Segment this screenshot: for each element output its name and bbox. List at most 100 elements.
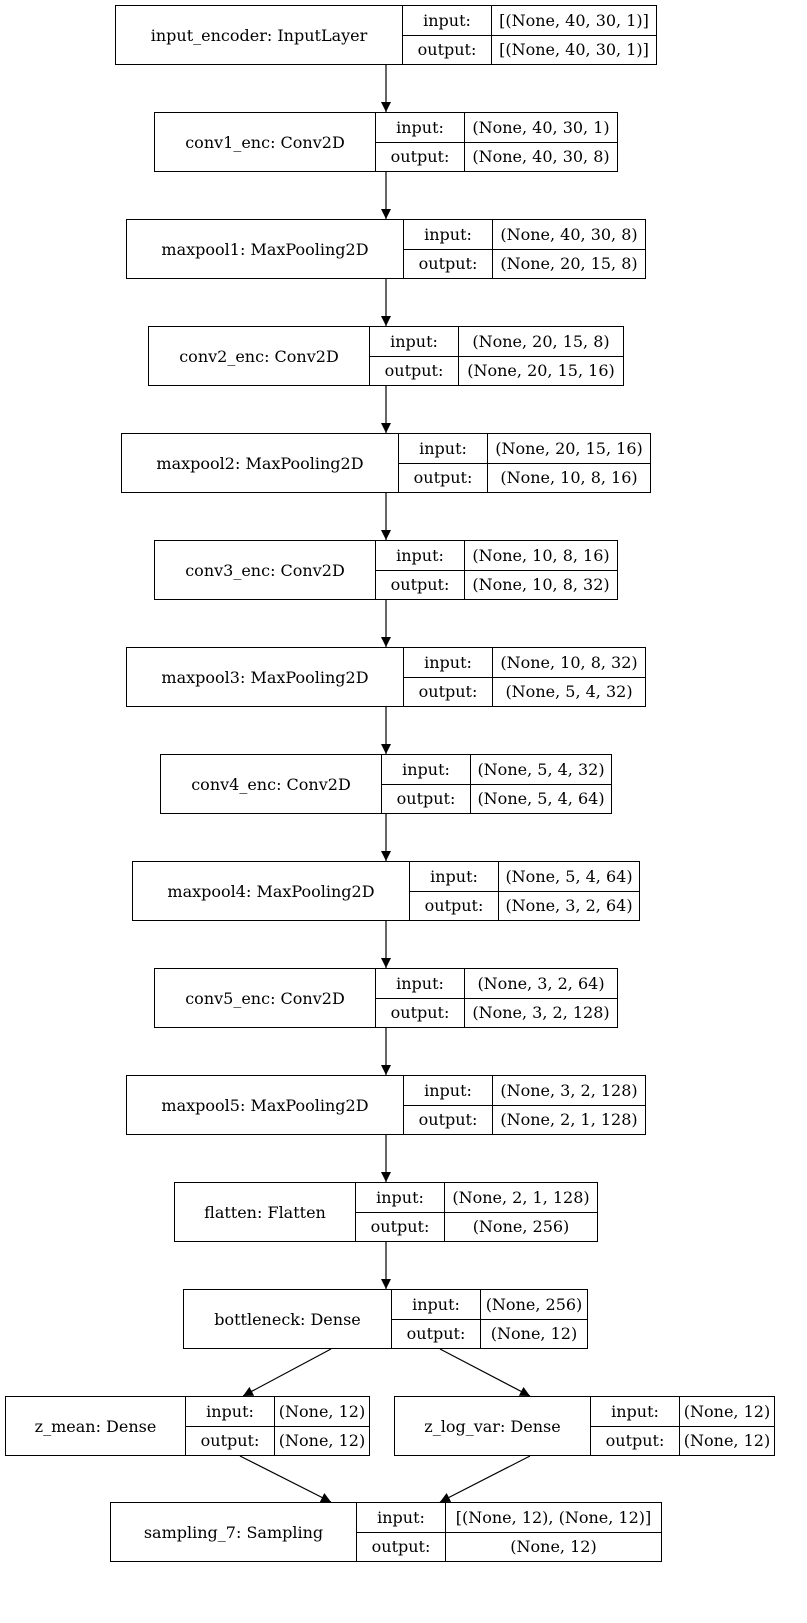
input-row: input:(None, 40, 30, 1) — [376, 113, 617, 142]
output-row: output: (None, 2, 1, 128) — [404, 1104, 645, 1134]
layer-name: maxpool3: MaxPooling2D — [127, 648, 404, 706]
output-shape: (None, 2, 1, 128) — [500, 1110, 638, 1130]
output-row: output:(None, 3, 2, 64) — [410, 890, 639, 920]
input-label: input: — [382, 755, 471, 784]
layer-io-table: input: (None, 10, 8, 32) output: (None, 5, … — [404, 648, 645, 706]
output-shape: (None, 10, 8, 16) — [500, 468, 638, 488]
input-shape: (None, 3, 2, 128) — [500, 1080, 638, 1100]
input-row: input:(None, 12) — [591, 1397, 774, 1426]
output-shape: (None, 20, 15, 16) — [467, 361, 615, 381]
input-label: input: — [357, 1503, 446, 1532]
input-shape: (None, 10, 8, 32) — [500, 652, 638, 672]
output-label: output: — [404, 1105, 493, 1134]
layer-name: z_mean: Dense — [6, 1397, 186, 1455]
edge-bottleneck-to-z-mean — [242, 1348, 332, 1397]
layer-name: bottleneck: Dense — [184, 1290, 392, 1348]
layer-io-table: input:[(None, 12), (None, 12)]output:(No… — [357, 1503, 661, 1561]
layer-name: maxpool5: MaxPooling2D — [127, 1076, 404, 1134]
output-label: output: — [376, 570, 465, 599]
output-label: output: — [410, 891, 499, 920]
output-label: output: — [403, 35, 492, 64]
layer-io-table: input: (None, 3, 2, 128) output: (None, 2, … — [404, 1076, 645, 1134]
layer-io-table: input: (None, 20, 15, 8) output: (None, 20,… — [370, 327, 623, 385]
output-label: output: — [404, 249, 493, 278]
input-shape: (None, 2, 1, 128) — [452, 1187, 590, 1207]
output-label: output: — [186, 1426, 275, 1455]
layer-io-table: input:(None, 40, 30, 8)output:(None, 20,… — [404, 220, 645, 278]
layer-io-table: input: (None, 10, 8, 16) output: (None, 10,… — [376, 541, 617, 599]
layer-name: maxpool2: MaxPooling2D — [122, 434, 399, 492]
output-shape: (None, 12) — [683, 1431, 771, 1451]
output-label: output: — [370, 356, 459, 385]
output-label: output: — [392, 1319, 481, 1348]
output-label: output: — [404, 677, 493, 706]
input-row: input:(None, 12) — [186, 1397, 369, 1426]
layer-io-table: input:(None, 2, 1, 128)output:(None, 256… — [356, 1183, 597, 1241]
output-label: output: — [399, 463, 488, 492]
layer-name: conv4_enc: Conv2D — [161, 755, 382, 813]
layer-name: maxpool1: MaxPooling2D — [127, 220, 404, 278]
layer-io-table: input:(None, 40, 30, 1)output:(None, 40,… — [376, 113, 617, 171]
input-shape: (None, 12) — [683, 1401, 771, 1421]
edge-z-mean-to-sampling-7 — [239, 1455, 332, 1503]
input-shape: (None, 40, 30, 8) — [500, 224, 638, 244]
output-shape: (None, 3, 2, 128) — [472, 1003, 610, 1023]
layer-io-table: input:(None, 256)output:(None, 12) — [392, 1290, 587, 1348]
input-row: input:(None, 3, 2, 64) — [376, 969, 617, 998]
output-row: output: [(None, 40, 30, 1)] — [403, 34, 656, 64]
input-label: input: — [591, 1397, 680, 1426]
input-label: input: — [404, 1076, 493, 1105]
input-shape: (None, 20, 15, 16) — [495, 438, 643, 458]
output-shape: (None, 5, 4, 64) — [477, 789, 605, 809]
output-shape: (None, 10, 8, 32) — [472, 575, 610, 595]
output-shape: (None, 20, 15, 8) — [500, 254, 638, 274]
layer-name: flatten: Flatten — [175, 1183, 356, 1241]
layer-name: z_log_var: Dense — [395, 1397, 591, 1455]
input-row: input:(None, 5, 4, 32) — [382, 755, 611, 784]
layer-io-table: input:(None, 5, 4, 32)output: (None, 5, 4… — [382, 755, 611, 813]
input-label: input: — [370, 327, 459, 356]
output-shape: [(None, 40, 30, 1)] — [499, 40, 649, 60]
input-label: input: — [399, 434, 488, 463]
layer-io-table: input:(None, 12)output:(None, 12) — [186, 1397, 369, 1455]
input-shape: (None, 20, 15, 8) — [472, 331, 610, 351]
input-shape: [(None, 12), (None, 12)] — [455, 1507, 652, 1527]
layer-name: sampling_7: Sampling — [111, 1503, 357, 1561]
edge-z-log-var-to-sampling-7 — [439, 1455, 531, 1503]
output-row: output:(None, 12) — [186, 1425, 369, 1455]
input-row: input: (None, 10, 8, 16) — [376, 541, 617, 570]
input-label: input: — [356, 1183, 445, 1212]
output-label: output: — [591, 1426, 680, 1455]
input-shape: (None, 3, 2, 64) — [477, 973, 605, 993]
output-shape: (None, 12) — [490, 1324, 578, 1344]
input-label: input: — [392, 1290, 481, 1319]
input-row: input: (None, 10, 8, 32) — [404, 648, 645, 677]
output-row: output:(None, 3, 2, 128) — [376, 997, 617, 1027]
output-row: output: (None, 5, 4, 64) — [382, 783, 611, 813]
edge-bottleneck-to-z-log-var — [439, 1348, 531, 1397]
layer-name: conv2_enc: Conv2D — [149, 327, 370, 385]
input-label: input: — [376, 541, 465, 570]
input-shape: (None, 10, 8, 16) — [472, 545, 610, 565]
layer-io-table: input: (None, 20, 15, 16) output: (None, 10… — [399, 434, 650, 492]
output-row: output: (None, 20, 15, 8) — [404, 248, 645, 278]
output-label: output: — [382, 784, 471, 813]
output-shape: (None, 5, 4, 32) — [505, 682, 633, 702]
input-row: input: (None, 2, 1, 128) — [356, 1183, 597, 1212]
input-label: input: — [404, 648, 493, 677]
input-label: input: — [376, 113, 465, 142]
output-row: output: (None, 20, 15, 16) — [370, 355, 623, 385]
layer-name: conv3_enc: Conv2D — [155, 541, 376, 599]
output-shape: (None, 12) — [510, 1537, 597, 1557]
layer-name: conv5_enc: Conv2D — [155, 969, 376, 1027]
layer-io-table: input:[(None, 40, 30, 1)]output:[(None, … — [403, 6, 656, 64]
